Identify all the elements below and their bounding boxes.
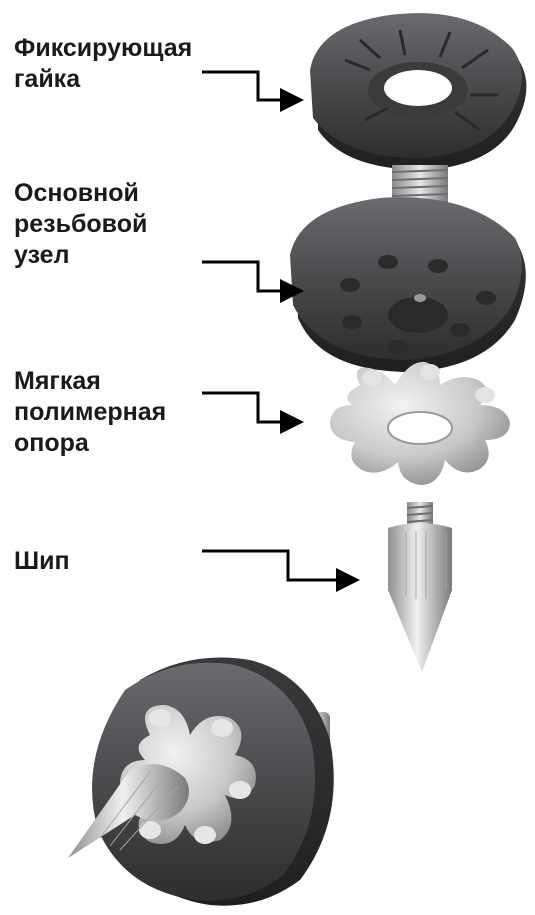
label-soft-polymer-support: Мягкая полимерная опора bbox=[14, 366, 166, 459]
label-lock-nut: Фиксирующая гайка bbox=[14, 33, 192, 95]
assembled-view-illustration bbox=[68, 658, 334, 906]
label-main-threaded-unit: Основной резьбовой узел bbox=[14, 178, 147, 271]
leader-main-unit bbox=[202, 262, 282, 291]
leader-spike bbox=[202, 551, 338, 580]
leader-lock-nut bbox=[202, 72, 282, 100]
arrow-lock-nut bbox=[280, 88, 304, 112]
soft-polymer-support-illustration bbox=[330, 362, 510, 485]
lock-nut-illustration bbox=[310, 13, 526, 170]
label-spike: Шип bbox=[14, 546, 70, 577]
main-threaded-unit-illustration bbox=[290, 197, 526, 372]
leader-polymer-support bbox=[202, 393, 282, 422]
spike-illustration bbox=[388, 502, 452, 672]
arrow-polymer-support bbox=[280, 410, 304, 434]
arrow-spike bbox=[336, 568, 360, 592]
